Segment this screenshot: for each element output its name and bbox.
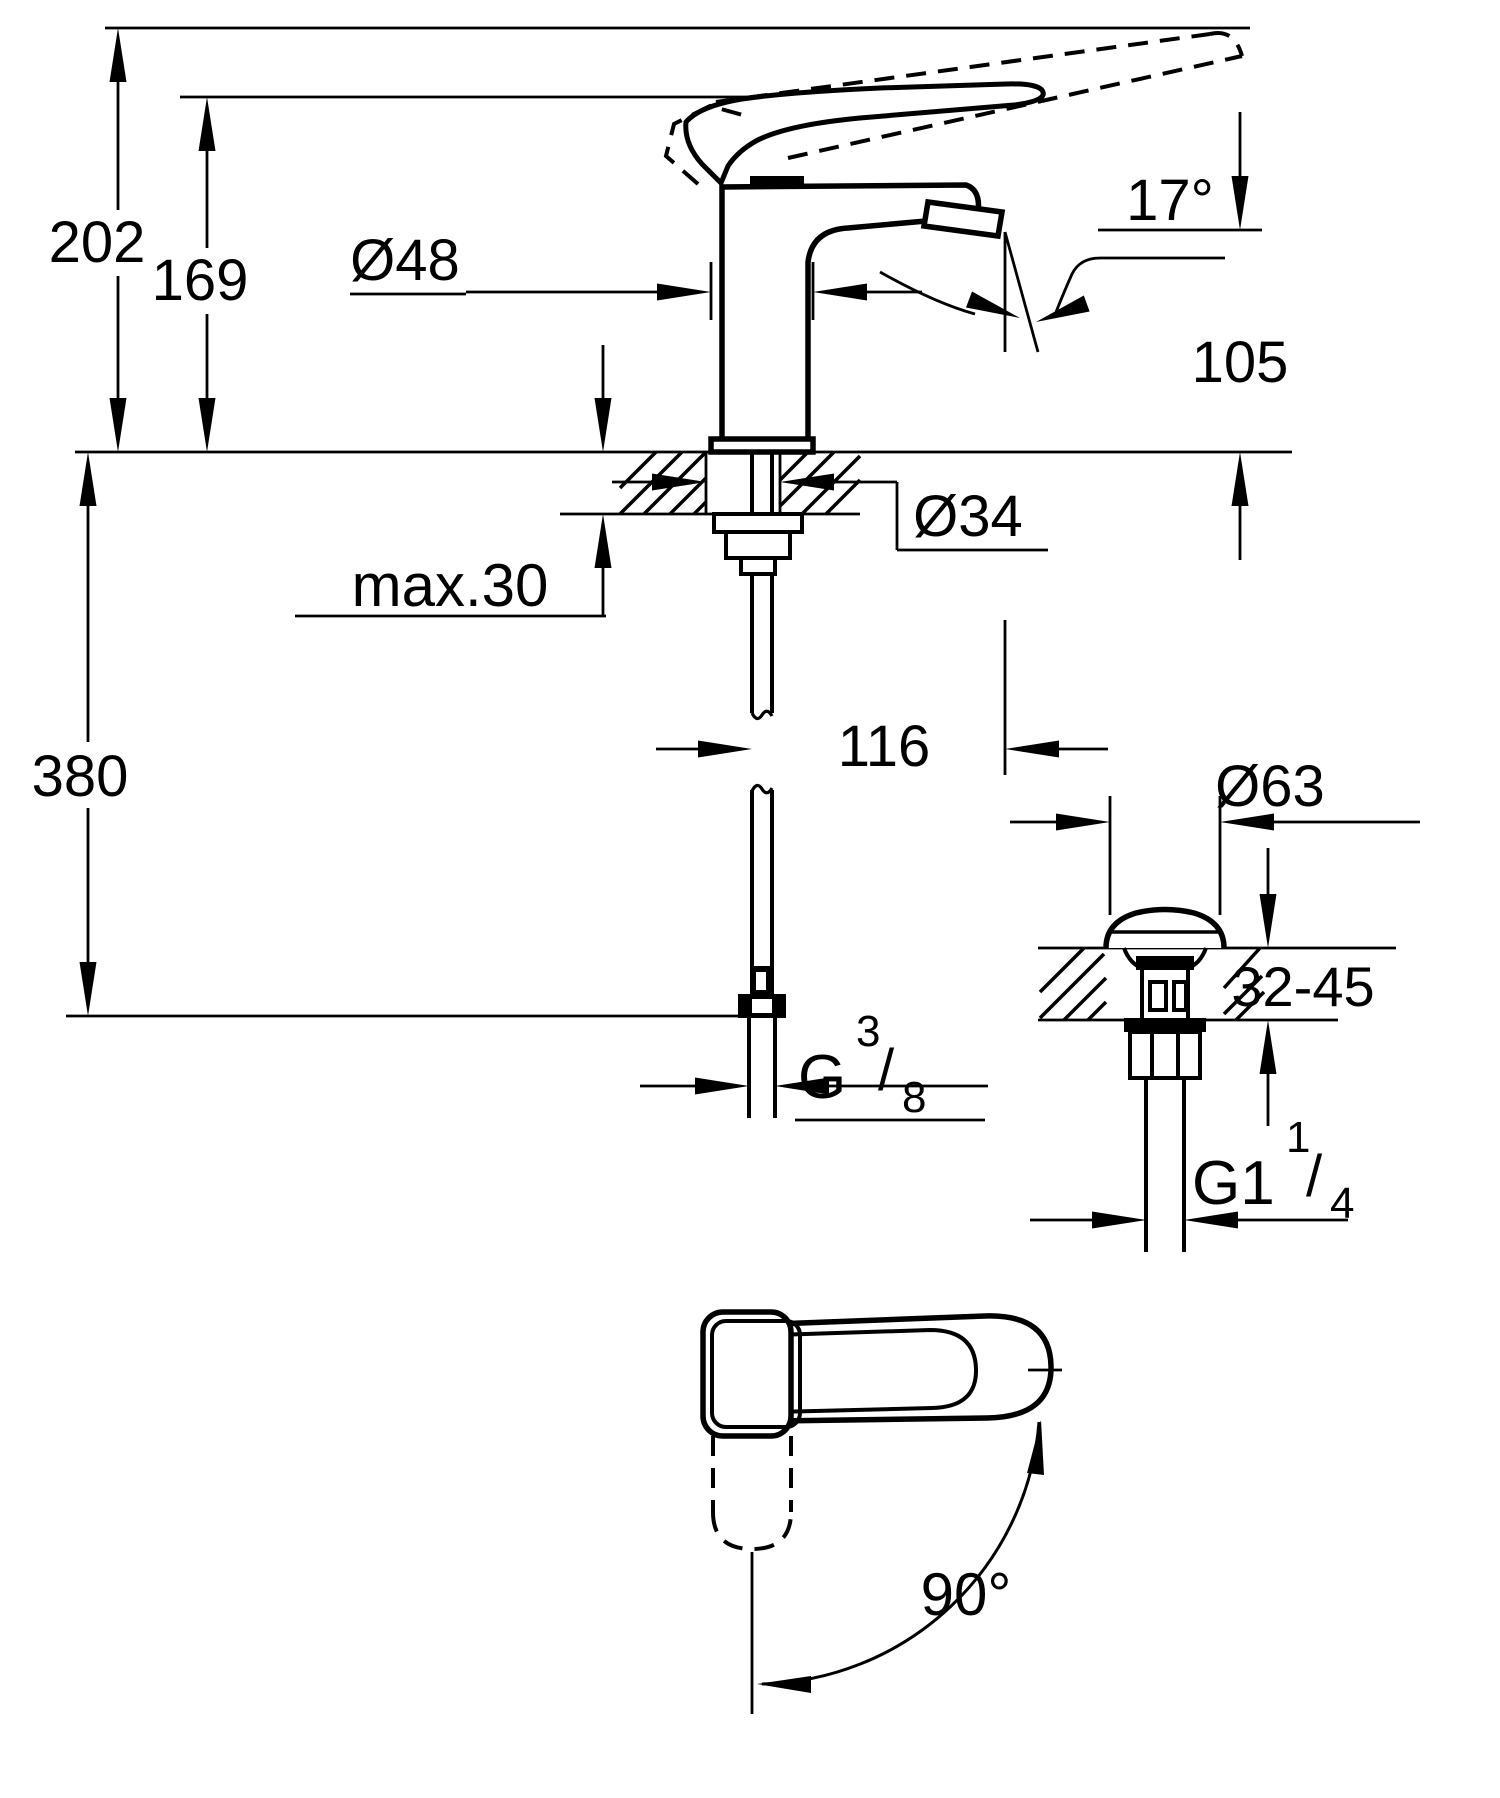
- dim-body-height-label: 169: [152, 248, 249, 313]
- handle-raised-dashed-wrist: [663, 103, 751, 186]
- lever-outline-top: [774, 1313, 1054, 1424]
- dim-waste-flange-label: Ø63: [1215, 754, 1325, 819]
- dim-hole-diameter-label: Ø34: [913, 484, 1023, 549]
- dim-spout-height-label: 105: [1192, 330, 1289, 395]
- dim-waste-thread: G1 1 / 4: [1030, 1113, 1354, 1229]
- dim-spout-projection: 116: [656, 620, 1108, 779]
- waste-thread-main: G1: [1192, 1149, 1275, 1218]
- handle-top-view: [700, 1309, 1062, 1714]
- supply-thread-sub: 8: [902, 1073, 926, 1122]
- dim-waste-thread-label: G1 1 / 4: [1192, 1113, 1354, 1228]
- faucet-body-side-view: [708, 182, 1040, 455]
- dim-body-diameter: Ø48: [350, 228, 922, 320]
- handle-raised-dashed-edge: [715, 32, 1211, 104]
- dim-waste-deck-range-label: 32-45: [1231, 955, 1374, 1018]
- dim-body-diameter-label: Ø48: [350, 228, 460, 293]
- dim-waste-deck-range: 32-45: [1231, 848, 1375, 1126]
- dim-body-height: 169: [145, 97, 255, 452]
- dim-deck-thickness: max.30: [295, 345, 612, 619]
- dim-hole-diameter: Ø34: [612, 473, 1048, 552]
- dim-spout-height: 105: [1192, 112, 1289, 560]
- dim-total-height-label: 202: [49, 210, 146, 275]
- waste-thread-sup: 1: [1286, 1113, 1310, 1162]
- waste-plug-dome: [1103, 906, 1227, 949]
- dim-swivel-angle-label: 90°: [921, 1561, 1012, 1628]
- lever-handle-side-view: [663, 31, 1244, 188]
- extension-lines-top: [66, 26, 1292, 1018]
- dim-supply-thread: G 3 / 8: [640, 1007, 988, 1122]
- supply-thread-sup: 3: [856, 1007, 880, 1056]
- waste-thread-slash: /: [1306, 1144, 1323, 1209]
- dim-swivel-angle: 90°: [757, 1420, 1044, 1693]
- dim-hose-length: 380: [25, 452, 135, 1016]
- dim-waste-flange-diameter: Ø63: [1010, 754, 1420, 915]
- dim-hose-length-label: 380: [32, 744, 129, 809]
- handle-cap-outer: [700, 1309, 794, 1439]
- waste-thread-sub: 4: [1330, 1179, 1354, 1228]
- dim-spray-angle: 17°: [879, 168, 1262, 322]
- handle-lever-solid: [683, 81, 1046, 188]
- handle-cap-inner: [710, 1319, 802, 1429]
- supply-thread-main: G: [798, 1043, 846, 1112]
- dim-total-height: 202: [42, 28, 152, 452]
- mounting-shank-and-hose: [712, 452, 804, 1118]
- aerator: [920, 198, 1006, 240]
- dim-spray-angle-label: 17°: [1126, 168, 1214, 233]
- popup-waste-detail: [1038, 906, 1396, 1252]
- dim-supply-thread-label: G 3 / 8: [798, 1007, 926, 1122]
- dim-spout-projection-label: 116: [838, 714, 930, 779]
- waste-locknut: [1124, 1018, 1206, 1032]
- handle-joint: [750, 176, 804, 188]
- base-flange: [708, 436, 816, 455]
- dim-deck-thickness-label: max.30: [352, 552, 549, 619]
- stream-angle-line: [1003, 231, 1040, 353]
- supply-thread-slash: /: [878, 1038, 895, 1103]
